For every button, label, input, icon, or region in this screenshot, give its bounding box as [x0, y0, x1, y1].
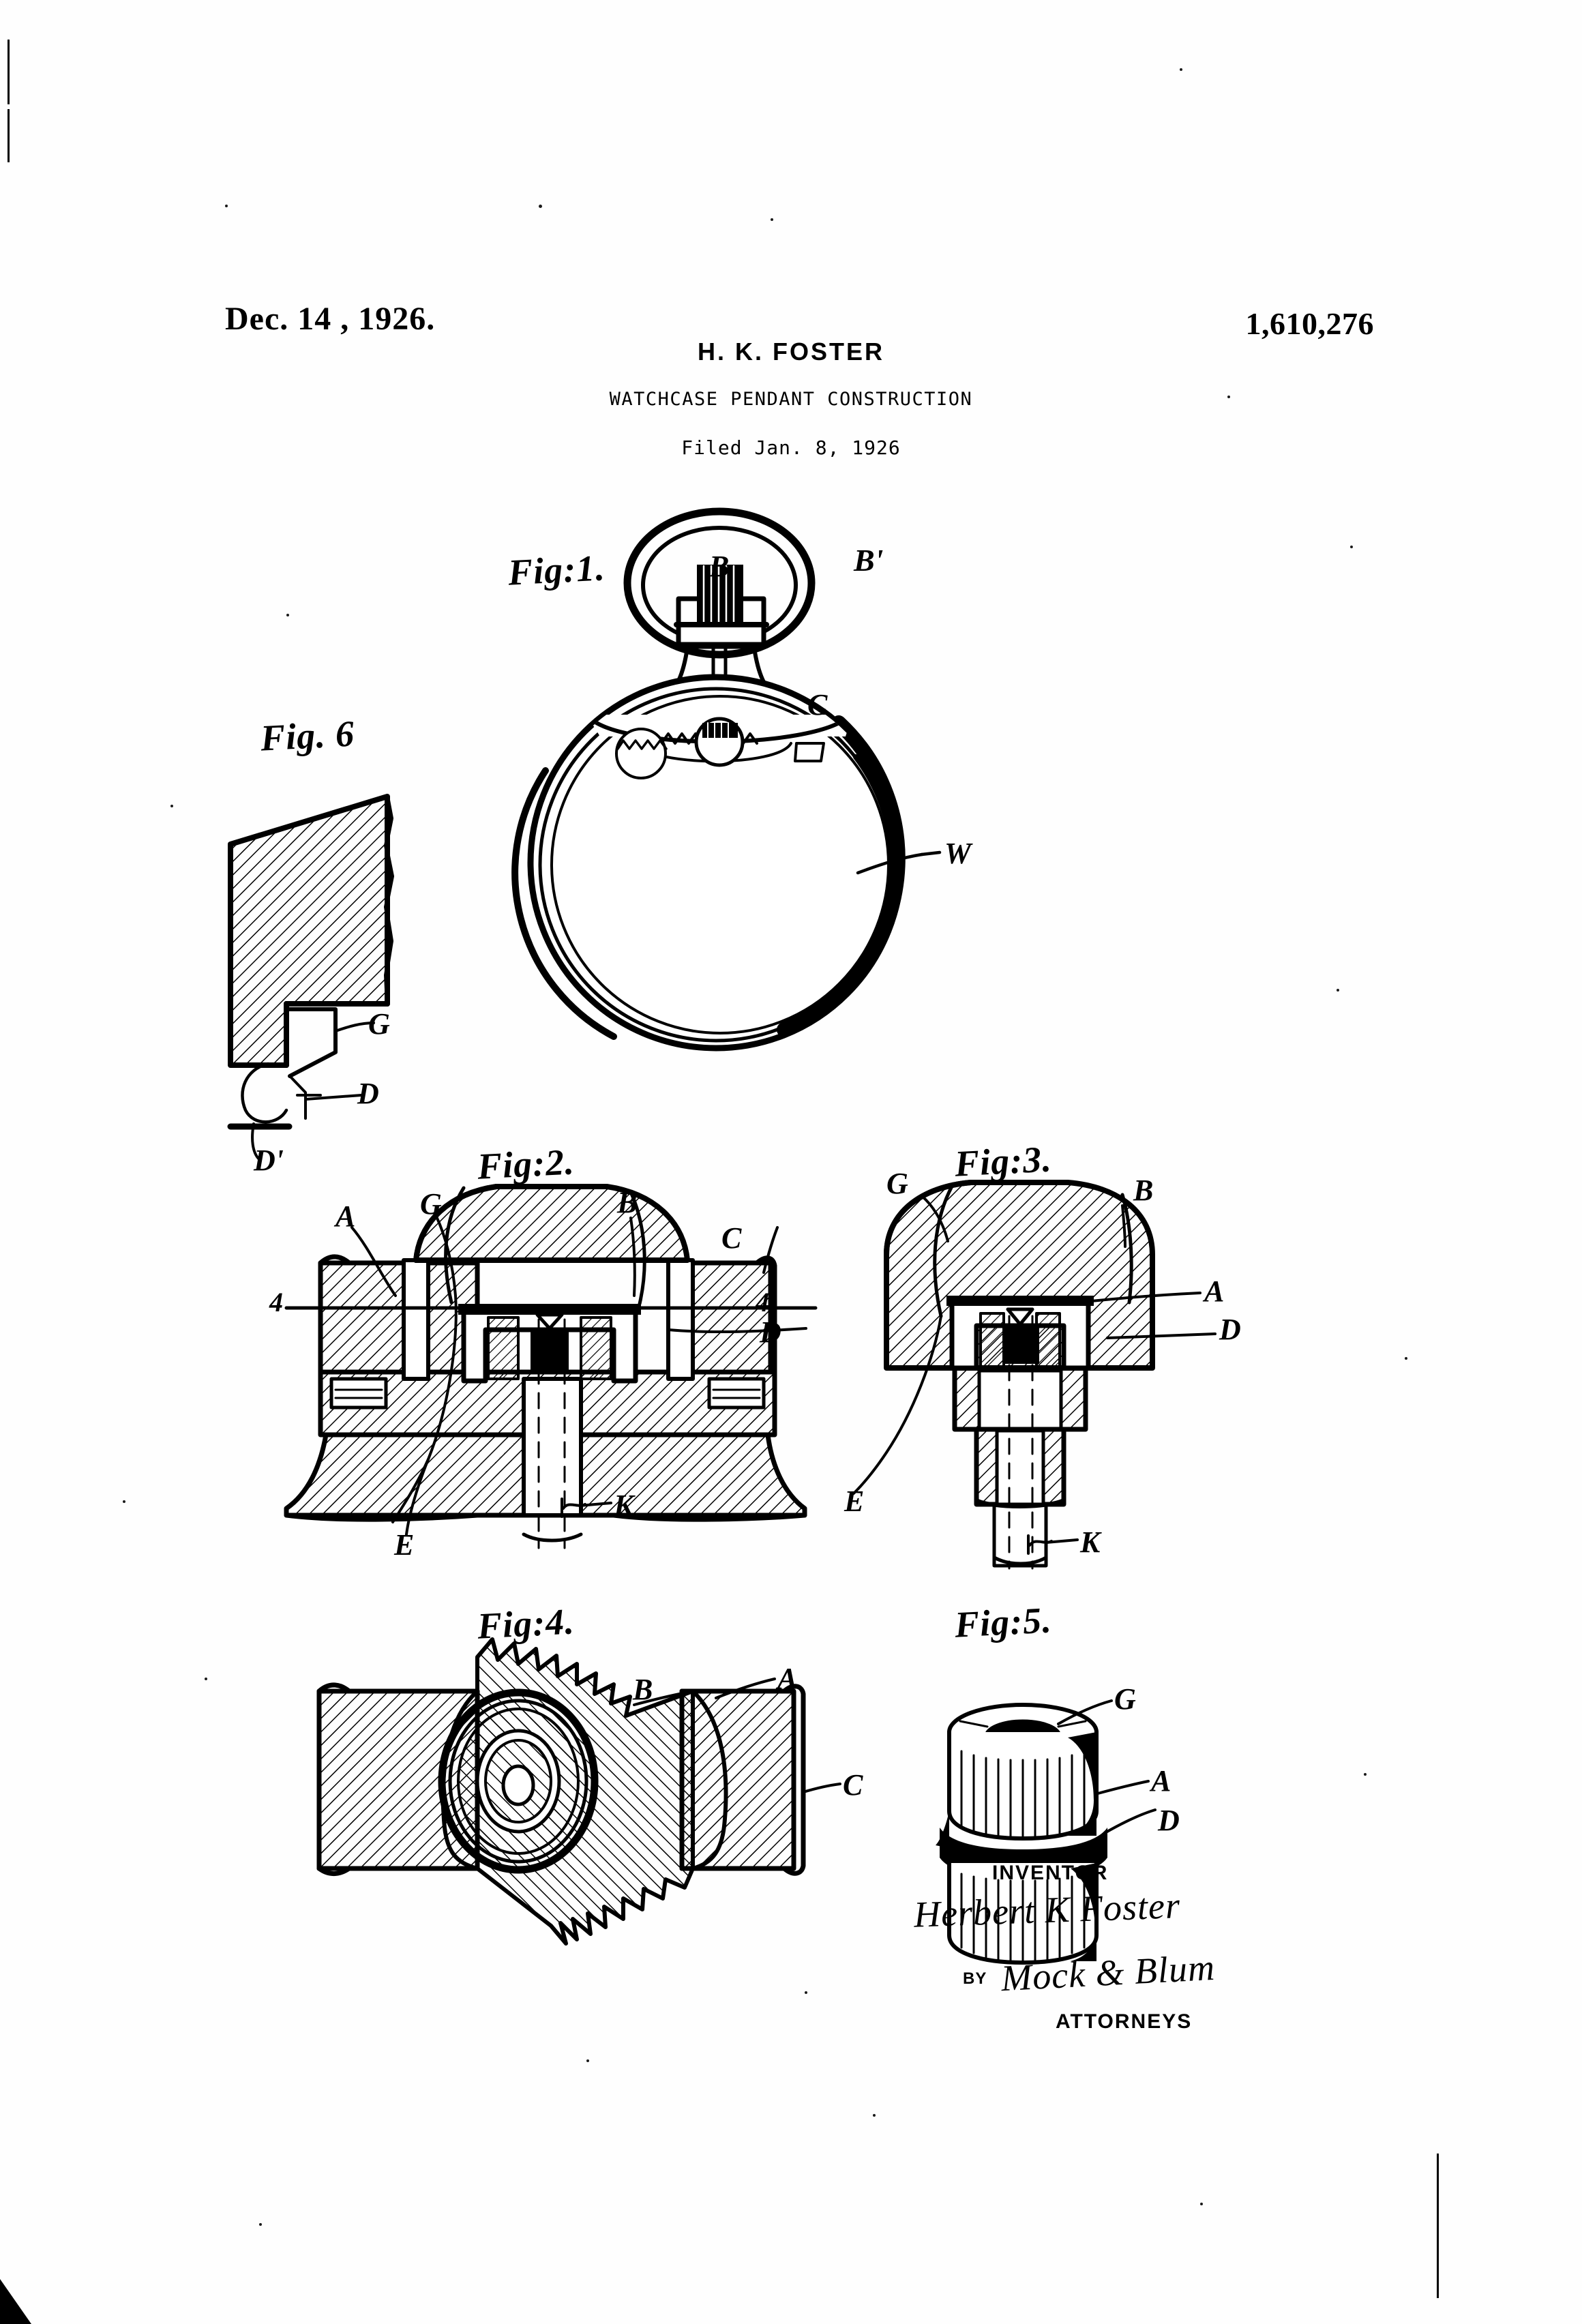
- scan-speck: [771, 218, 773, 221]
- figure-3-label-G: G: [886, 1167, 908, 1200]
- figure-2-label-K: K: [614, 1489, 634, 1522]
- figure-2-label-A: A: [335, 1200, 356, 1233]
- figure-5-caption: Fig:5.: [953, 1599, 1053, 1645]
- figure-2-section-line-label-left: 4: [269, 1287, 283, 1317]
- patent-date: Dec. 14 , 1926.: [225, 301, 436, 337]
- inventor-heading: H. K. FOSTER: [697, 338, 884, 366]
- figure-3-label-K: K: [1080, 1525, 1101, 1559]
- figure-5-label-D: D: [1158, 1804, 1180, 1837]
- scan-corner-artifact: [0, 2279, 31, 2324]
- figure-3-drawing: [852, 1180, 1217, 1570]
- scan-speck: [1364, 1773, 1367, 1776]
- figure-3-label-B: B: [1133, 1174, 1154, 1207]
- figure-2-caption: Fig:2.: [476, 1141, 576, 1187]
- figure-5-label-G: G: [1114, 1682, 1136, 1716]
- figure-1-label-C: C: [807, 688, 828, 721]
- scan-speck: [123, 1500, 125, 1503]
- scan-speck: [286, 614, 289, 616]
- scan-edge-artifact-right: [1437, 2154, 1439, 2298]
- filing-date: Filed Jan. 8, 1926: [681, 436, 901, 459]
- scan-speck: [205, 1678, 207, 1680]
- figure-2-label-G: G: [420, 1187, 442, 1221]
- inventor-signature: Herbert K Foster: [913, 1885, 1181, 1935]
- scan-edge-artifact-left-bottom: [8, 109, 10, 162]
- figure-2-section-line-label-right: 4: [756, 1287, 769, 1317]
- figure-6-label-G: G: [368, 1007, 390, 1041]
- figure-3-label-D: D: [1219, 1313, 1241, 1346]
- figure-4-label-C: C: [843, 1768, 863, 1802]
- scan-speck: [539, 205, 542, 208]
- scan-speck: [873, 2114, 876, 2117]
- scan-speck: [225, 205, 228, 207]
- figure-4-drawing: [316, 1637, 841, 1946]
- figure-4-caption: Fig:4.: [476, 1600, 576, 1647]
- scan-speck: [170, 805, 173, 807]
- scan-speck: [259, 2223, 262, 2226]
- attorney-signature: Mock & Blum: [1000, 1946, 1217, 1999]
- scan-speck: [1337, 989, 1339, 992]
- scan-speck: [586, 2059, 589, 2062]
- patent-title: WATCHCASE PENDANT CONSTRUCTION: [609, 389, 973, 410]
- figure-6-label-D-prime: D': [254, 1144, 284, 1177]
- figure-5-label-A: A: [1151, 1764, 1171, 1798]
- by-label: BY: [963, 1969, 987, 1988]
- figure-1-label-B-prime: B': [854, 543, 884, 578]
- figure-3-caption: Fig:3.: [953, 1138, 1053, 1185]
- scan-speck: [805, 1991, 807, 1994]
- figure-2-label-C: C: [721, 1221, 742, 1255]
- figure-6-caption: Fig. 6: [259, 713, 356, 759]
- figure-1-label-W: W: [944, 837, 972, 870]
- scan-speck: [1350, 546, 1353, 548]
- scan-speck: [1180, 68, 1182, 71]
- scan-speck: [1227, 396, 1230, 398]
- scan-speck: [1200, 2203, 1203, 2205]
- figure-1-label-B: B: [709, 550, 730, 583]
- figure-2-label-B: B: [617, 1186, 638, 1219]
- scan-speck: [1405, 1357, 1407, 1360]
- inventor-label: INVENTOR: [992, 1862, 1109, 1884]
- figure-1-drawing: [511, 507, 942, 1052]
- figure-1-caption: Fig:1.: [507, 547, 606, 593]
- figure-4-label-B: B: [633, 1673, 653, 1706]
- attorneys-label: ATTORNEYS: [1056, 2010, 1193, 2033]
- figure-3-label-A: A: [1204, 1275, 1225, 1308]
- patent-number: 1,610,276: [1245, 306, 1374, 341]
- scan-edge-artifact-left-top: [8, 40, 10, 104]
- figure-3-label-E: E: [844, 1485, 865, 1518]
- figure-2-label-E: E: [394, 1528, 415, 1562]
- figure-2-label-D: D: [760, 1315, 781, 1349]
- figure-4-label-A: A: [777, 1662, 798, 1695]
- figure-6-label-D: D: [357, 1077, 379, 1110]
